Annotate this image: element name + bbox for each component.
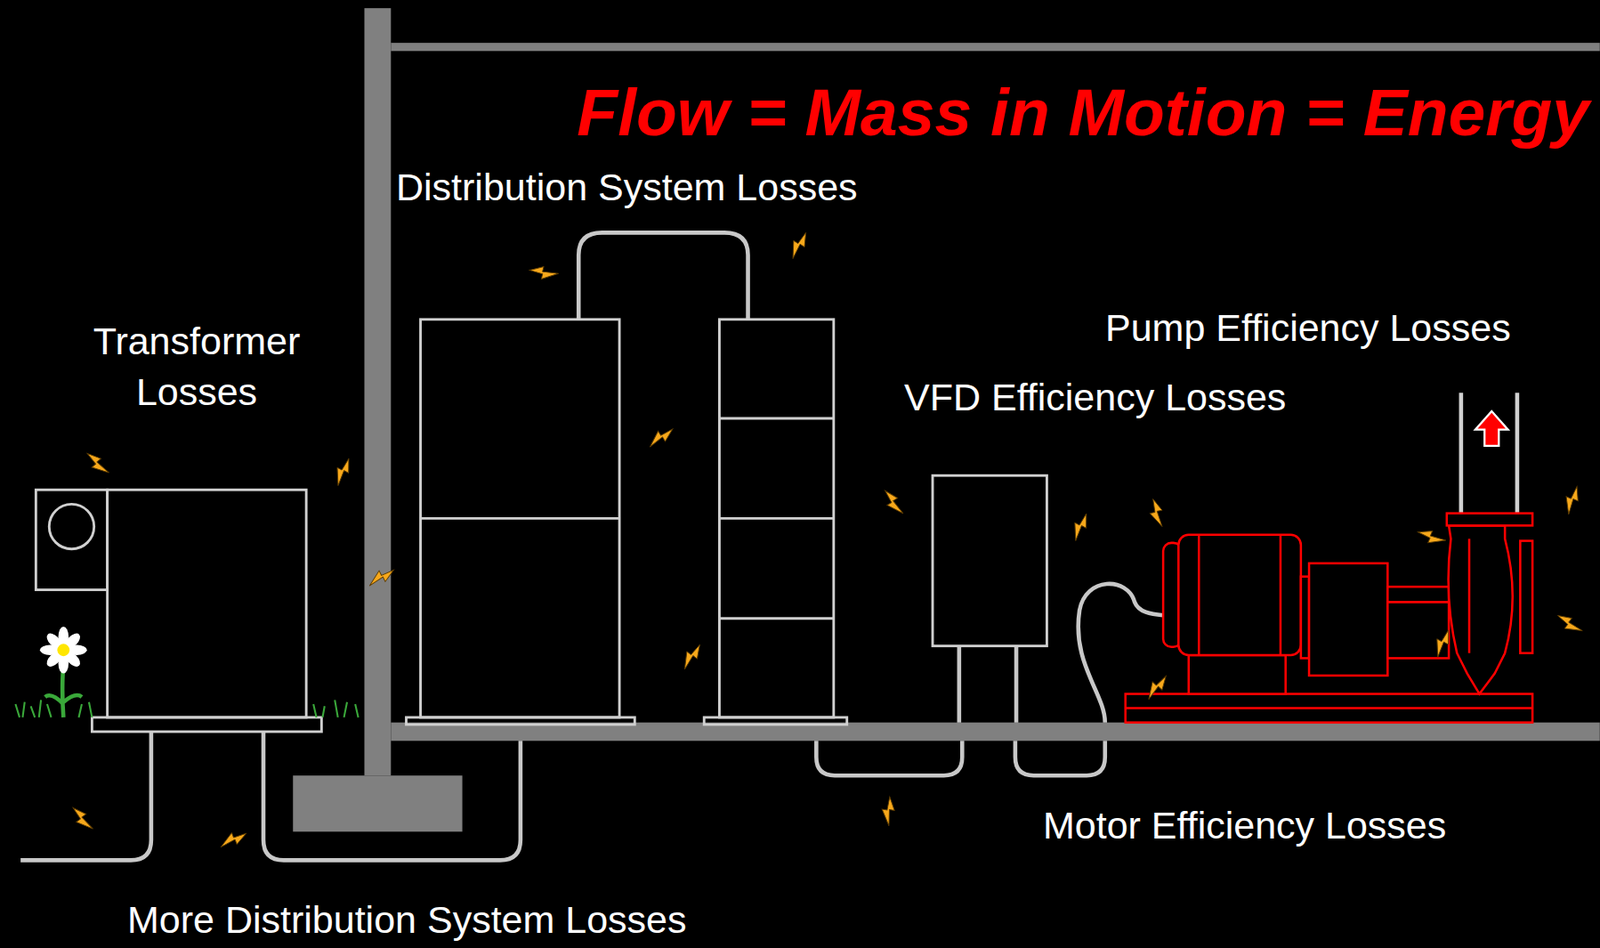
transformer [35, 489, 322, 732]
switchgear [405, 319, 847, 725]
pump-motor-set [1125, 513, 1533, 723]
loss-label: Transformer Losses [76, 315, 317, 418]
loss-label: More Distribution System Losses [127, 894, 687, 946]
vfd-box [932, 475, 1047, 646]
ceiling [390, 42, 1600, 51]
wall [363, 8, 391, 776]
grass [15, 699, 358, 717]
flow-arrow [1475, 411, 1509, 446]
conduits [20, 232, 1164, 860]
discharge-pipe [1461, 392, 1518, 513]
loss-label: Motor Efficiency Losses [1042, 800, 1447, 851]
loss-label: Pump Efficiency Losses [1105, 302, 1512, 354]
loss-label: VFD Efficiency Losses [904, 371, 1286, 423]
loss-label: Distribution System Losses [395, 161, 858, 213]
title: Flow = Mass in Motion = Energy [576, 72, 1590, 152]
flower [40, 626, 88, 718]
footing [292, 775, 462, 832]
loss-bolts [70, 230, 1585, 848]
